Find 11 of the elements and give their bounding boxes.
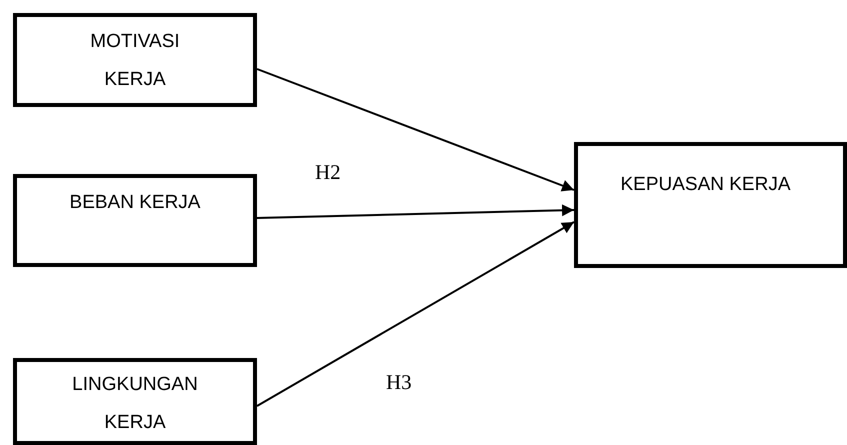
variable-box [574, 142, 847, 268]
variable-box [13, 174, 257, 267]
variable-box [13, 13, 257, 107]
variable-box [13, 358, 257, 445]
variable-name: MOTIVASI KERJA [89, 30, 181, 92]
variable-name: BEBAN KERJA [70, 191, 200, 215]
arrow [256, 221, 574, 407]
variable-name: KEPUASAN KERJA [620, 173, 790, 197]
variable-name: LINGKUNGAN KERJA [71, 373, 199, 435]
arrow [256, 68, 574, 192]
arrow [256, 204, 574, 219]
